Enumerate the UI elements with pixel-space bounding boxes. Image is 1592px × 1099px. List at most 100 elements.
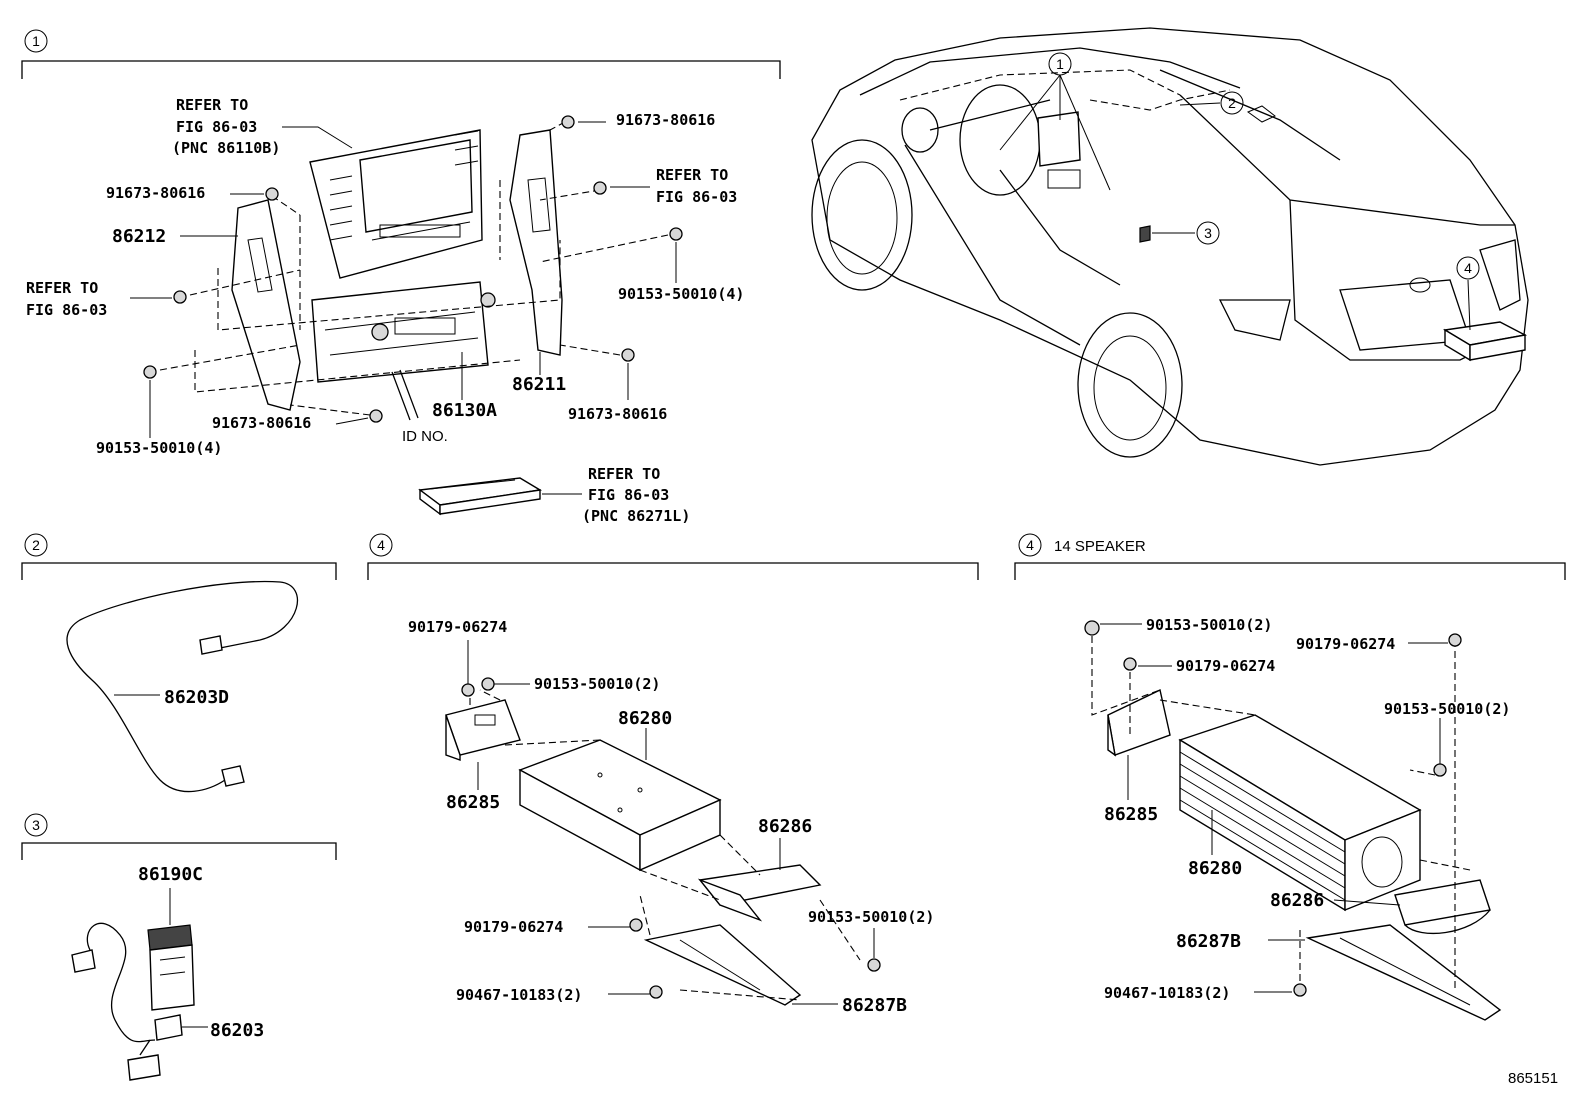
refer-to-label: REFER TO (656, 166, 728, 184)
id-number-label: ID NO. (402, 428, 448, 445)
part-number-91673-80616[interactable]: 91673-80616 (212, 414, 311, 432)
bolt-icon (621, 348, 635, 362)
navigation-module[interactable] (418, 477, 543, 516)
part-number-90467-10183[interactable]: 90467-10183(2) (1104, 984, 1230, 1002)
svg-text:2: 2 (1228, 95, 1236, 111)
svg-text:1: 1 (1056, 56, 1064, 72)
part-number-86287b[interactable]: 86287B (842, 995, 907, 1016)
part-number-86286[interactable]: 86286 (1270, 890, 1324, 911)
usb-cable-86203[interactable] (71, 922, 183, 1081)
callout-1: 1 (1048, 52, 1072, 76)
section-3: 3 86190C 86203 (21, 813, 337, 1081)
bolt-icon (669, 227, 683, 241)
part-number-86285[interactable]: 86285 (1104, 804, 1158, 825)
pnc-label: (PNC 86110B) (172, 139, 280, 157)
part-number-90153-50010[interactable]: 90153-50010(4) (96, 439, 222, 457)
bracket-86211[interactable] (509, 129, 563, 356)
display-unit[interactable] (309, 129, 483, 279)
bolt-icon (867, 958, 881, 972)
callout-2: 2 (1220, 91, 1244, 115)
bolt-icon (1433, 763, 1447, 777)
nut-icon (461, 683, 475, 697)
nut-icon (649, 985, 663, 999)
bolt-icon (143, 365, 157, 379)
bolt-icon (265, 187, 279, 201)
bracket-86287b[interactable] (643, 924, 802, 1006)
part-number-90153-50010[interactable]: 90153-50010(2) (1146, 616, 1272, 634)
svg-text:4: 4 (377, 537, 385, 553)
section-4-number: 4 (369, 533, 393, 557)
radio-receiver-86130a[interactable] (311, 281, 496, 383)
bolt-icon (1084, 620, 1100, 636)
refer-to-label: REFER TO (26, 279, 98, 297)
bracket-86286[interactable] (1394, 879, 1491, 935)
svg-text:3: 3 (1204, 225, 1212, 241)
vehicle-illustration: 1 2 3 4 (811, 27, 1529, 466)
section-4-number: 4 (1018, 533, 1042, 557)
svg-text:2: 2 (32, 537, 40, 553)
bolt-icon (369, 409, 383, 423)
part-number-90153-50010[interactable]: 90153-50010(2) (534, 675, 660, 693)
fig-ref-label: FIG 86-03 (588, 486, 669, 504)
part-number-86280[interactable]: 86280 (1188, 858, 1242, 879)
part-number-90179-06274[interactable]: 90179-06274 (464, 918, 563, 936)
part-number-90467-10183[interactable]: 90467-10183(2) (456, 986, 582, 1004)
amplifier-86280[interactable] (518, 739, 722, 872)
bolt-icon (593, 181, 607, 195)
svg-text:1: 1 (32, 33, 40, 49)
part-number-86212[interactable]: 86212 (112, 226, 166, 247)
part-number-90153-50010[interactable]: 90153-50010(2) (808, 908, 934, 926)
callout-4: 4 (1456, 256, 1480, 280)
part-number-90179-06274[interactable]: 90179-06274 (1296, 635, 1395, 653)
bracket-86287b[interactable] (1305, 924, 1502, 1021)
usb-adapter-86190c[interactable] (147, 924, 195, 1011)
part-number-86190c[interactable]: 86190C (138, 864, 203, 885)
bracket-86286[interactable] (697, 864, 822, 922)
part-number-86287b[interactable]: 86287B (1176, 931, 1241, 952)
nut-icon (629, 918, 643, 932)
part-number-90179-06274[interactable]: 90179-06274 (1176, 657, 1275, 675)
part-number-86286[interactable]: 86286 (758, 816, 812, 837)
callout-3: 3 (1196, 221, 1220, 245)
part-number-86130a[interactable]: 86130A (432, 400, 497, 421)
section-4-standard: 4 (367, 533, 979, 1016)
section-title: 14 SPEAKER (1054, 538, 1146, 555)
section-1: 1 (21, 29, 781, 525)
part-number-86285[interactable]: 86285 (446, 792, 500, 813)
pnc-label: (PNC 86271L) (582, 507, 690, 525)
bracket-86285[interactable] (1107, 688, 1171, 757)
bracket-86212[interactable] (231, 199, 301, 411)
bolt-icon (173, 290, 187, 304)
section-2: 2 86203D (21, 533, 337, 793)
part-number-91673-80616[interactable]: 91673-80616 (616, 111, 715, 129)
svg-text:3: 3 (32, 817, 40, 833)
part-number-86203[interactable]: 86203 (210, 1020, 264, 1041)
fig-ref-label: FIG 86-03 (176, 118, 257, 136)
svg-text:4: 4 (1026, 537, 1034, 553)
part-number-86280[interactable]: 86280 (618, 708, 672, 729)
antenna-cord-86203d[interactable] (66, 580, 298, 793)
nut-icon (1293, 983, 1307, 997)
part-number-86203d[interactable]: 86203D (164, 687, 229, 708)
part-number-90153-50010[interactable]: 90153-50010(2) (1384, 700, 1510, 718)
part-number-86211[interactable]: 86211 (512, 374, 566, 395)
bolt-icon (481, 677, 495, 691)
amplifier-86280[interactable] (1178, 714, 1422, 912)
part-number-91673-80616[interactable]: 91673-80616 (106, 184, 205, 202)
nut-icon (1448, 633, 1462, 647)
part-number-90153-50010[interactable]: 90153-50010(4) (618, 285, 744, 303)
section-1-number: 1 (24, 29, 48, 53)
bracket-86285[interactable] (445, 699, 521, 761)
figure-id: 865151 (1508, 1070, 1558, 1087)
section-2-number: 2 (24, 533, 48, 557)
svg-text:4: 4 (1464, 260, 1472, 276)
section-3-number: 3 (24, 813, 48, 837)
fig-ref-label: FIG 86-03 (656, 188, 737, 206)
refer-to-label: REFER TO (176, 96, 248, 114)
nut-icon (1123, 657, 1137, 671)
bolt-icon (561, 115, 575, 129)
part-number-91673-80616[interactable]: 91673-80616 (568, 405, 667, 423)
part-number-90179-06274[interactable]: 90179-06274 (408, 618, 507, 636)
section-4-14-speaker: 4 14 SPEAKER (1014, 533, 1566, 1021)
